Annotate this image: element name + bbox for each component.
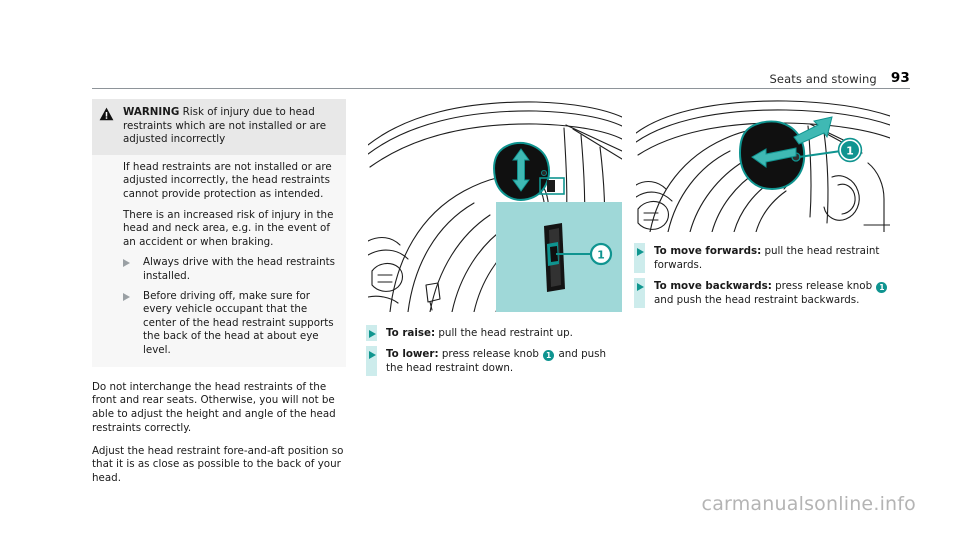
page-header: Seats and stowing 93 (92, 64, 910, 86)
triangle-bullet-icon (369, 329, 376, 338)
warning-triangle-icon (99, 106, 114, 147)
header-divider (92, 88, 910, 89)
instruction-text: and push the head restraint down. (386, 348, 607, 374)
callout-chip-1: 1 (876, 282, 888, 293)
instruction-text: pull the head restraint forwards. (654, 245, 880, 271)
section-title: Seats and stowing (769, 72, 877, 86)
instruction-text: and push the head restraint backwards. (654, 294, 860, 306)
warning-box: WARNING Risk of injury due to head restr… (92, 99, 346, 367)
warning-bullet-item: Before driving off, make sure for every … (123, 290, 338, 358)
warning-header: WARNING Risk of injury due to head restr… (92, 99, 346, 155)
instruction-label: To move backwards: (654, 280, 772, 292)
figure-callout-number: 1 (846, 144, 854, 157)
body-paragraph: Do not interchange the head restraints o… (92, 380, 336, 434)
instruction-item-move-backwards: To move backwards: press release knob 1 … (634, 278, 890, 308)
left-body-text: Do not interchange the head restraints o… (92, 381, 346, 487)
forward-arrow-icon (751, 147, 797, 168)
middle-column: 1 To raise: pull the head restraint up. … (366, 99, 622, 376)
instruction-text: pull the head restraint up. (435, 327, 573, 339)
content-columns: WARNING Risk of injury due to head restr… (92, 99, 910, 484)
triangle-bullet-icon (123, 259, 130, 268)
instruction-item-lower: To lower: press release knob 1 and push … (366, 346, 622, 376)
head-restraint-fore-aft-adjustment-illustration: 1 (636, 99, 890, 232)
warning-heading-rest: Risk of injury due to head restraints wh… (123, 106, 327, 146)
figure-callout-number: 1 (597, 248, 605, 261)
instruction-label: To lower: (386, 348, 439, 360)
instruction-text: press release knob (771, 280, 876, 292)
triangle-bullet-icon (637, 247, 644, 256)
triangle-bullet-icon (123, 292, 130, 301)
warning-bullet-text: Always drive with the head restraints in… (143, 256, 336, 282)
up-down-double-arrow (512, 148, 530, 192)
body-paragraph: Adjust the head restraint fore-and-aft p… (92, 444, 344, 485)
warning-bullet-list: Always drive with the head restraints in… (123, 256, 338, 357)
head-restraint-height-adjustment-illustration: 1 (368, 99, 622, 312)
warning-paragraph: There is an increased risk of injury in … (123, 208, 334, 248)
middle-instruction-list: To raise: pull the head restraint up. To… (366, 325, 622, 376)
callout-chip-1: 1 (543, 350, 555, 361)
warning-heading: WARNING Risk of injury due to head restr… (123, 106, 338, 147)
triangle-bullet-icon (637, 282, 644, 291)
page-number: 93 (890, 70, 910, 86)
warning-body: If head restraints are not installed or … (92, 154, 346, 367)
right-column: 1 To move forwards: pull the head restra… (634, 99, 890, 308)
warning-bullet-item: Always drive with the head restraints in… (123, 256, 338, 283)
warning-bullet-text: Before driving off, make sure for every … (143, 289, 334, 356)
right-instruction-list: To move forwards: pull the head restrain… (634, 243, 890, 308)
warning-paragraph: If head restraints are not installed or … (123, 160, 332, 200)
instruction-label: To move forwards: (654, 245, 762, 257)
watermark: carmanualsonline.info (701, 493, 916, 515)
instruction-item-raise: To raise: pull the head restraint up. (366, 325, 622, 341)
warning-label: WARNING (123, 106, 180, 118)
backward-arrow-icon (793, 116, 833, 145)
instruction-text: press release knob (438, 348, 543, 360)
left-column: WARNING Risk of injury due to head restr… (92, 99, 346, 486)
instruction-label: To raise: (386, 327, 436, 339)
triangle-bullet-icon (369, 350, 376, 359)
instruction-item-move-forwards: To move forwards: pull the head restrain… (634, 243, 890, 273)
